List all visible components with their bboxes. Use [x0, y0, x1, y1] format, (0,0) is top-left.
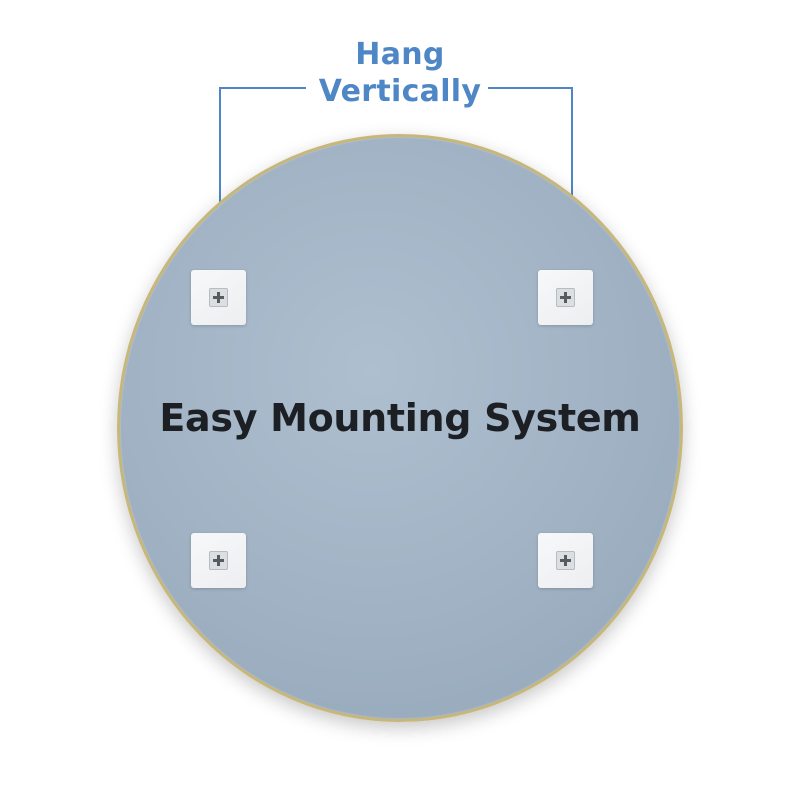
hang-label-line-1: Hang	[355, 37, 445, 72]
right-callout-arrow	[488, 87, 580, 241]
plus-screw-icon	[209, 288, 228, 307]
mounting-system-title: Easy Mounting System	[159, 396, 641, 440]
plus-screw-icon	[556, 551, 575, 570]
mounting-bracket-top-left	[191, 270, 246, 325]
left-callout-arrow	[219, 87, 306, 241]
hang-label-line-2: Vertically	[318, 74, 482, 109]
hang-vertically-label: Hang Vertically	[250, 36, 550, 110]
mounting-bracket-bottom-right	[538, 533, 593, 588]
mounting-bracket-top-right	[538, 270, 593, 325]
plus-screw-icon	[209, 551, 228, 570]
round-mirror	[117, 134, 683, 722]
plus-screw-icon	[556, 288, 575, 307]
mounting-bracket-bottom-left	[191, 533, 246, 588]
